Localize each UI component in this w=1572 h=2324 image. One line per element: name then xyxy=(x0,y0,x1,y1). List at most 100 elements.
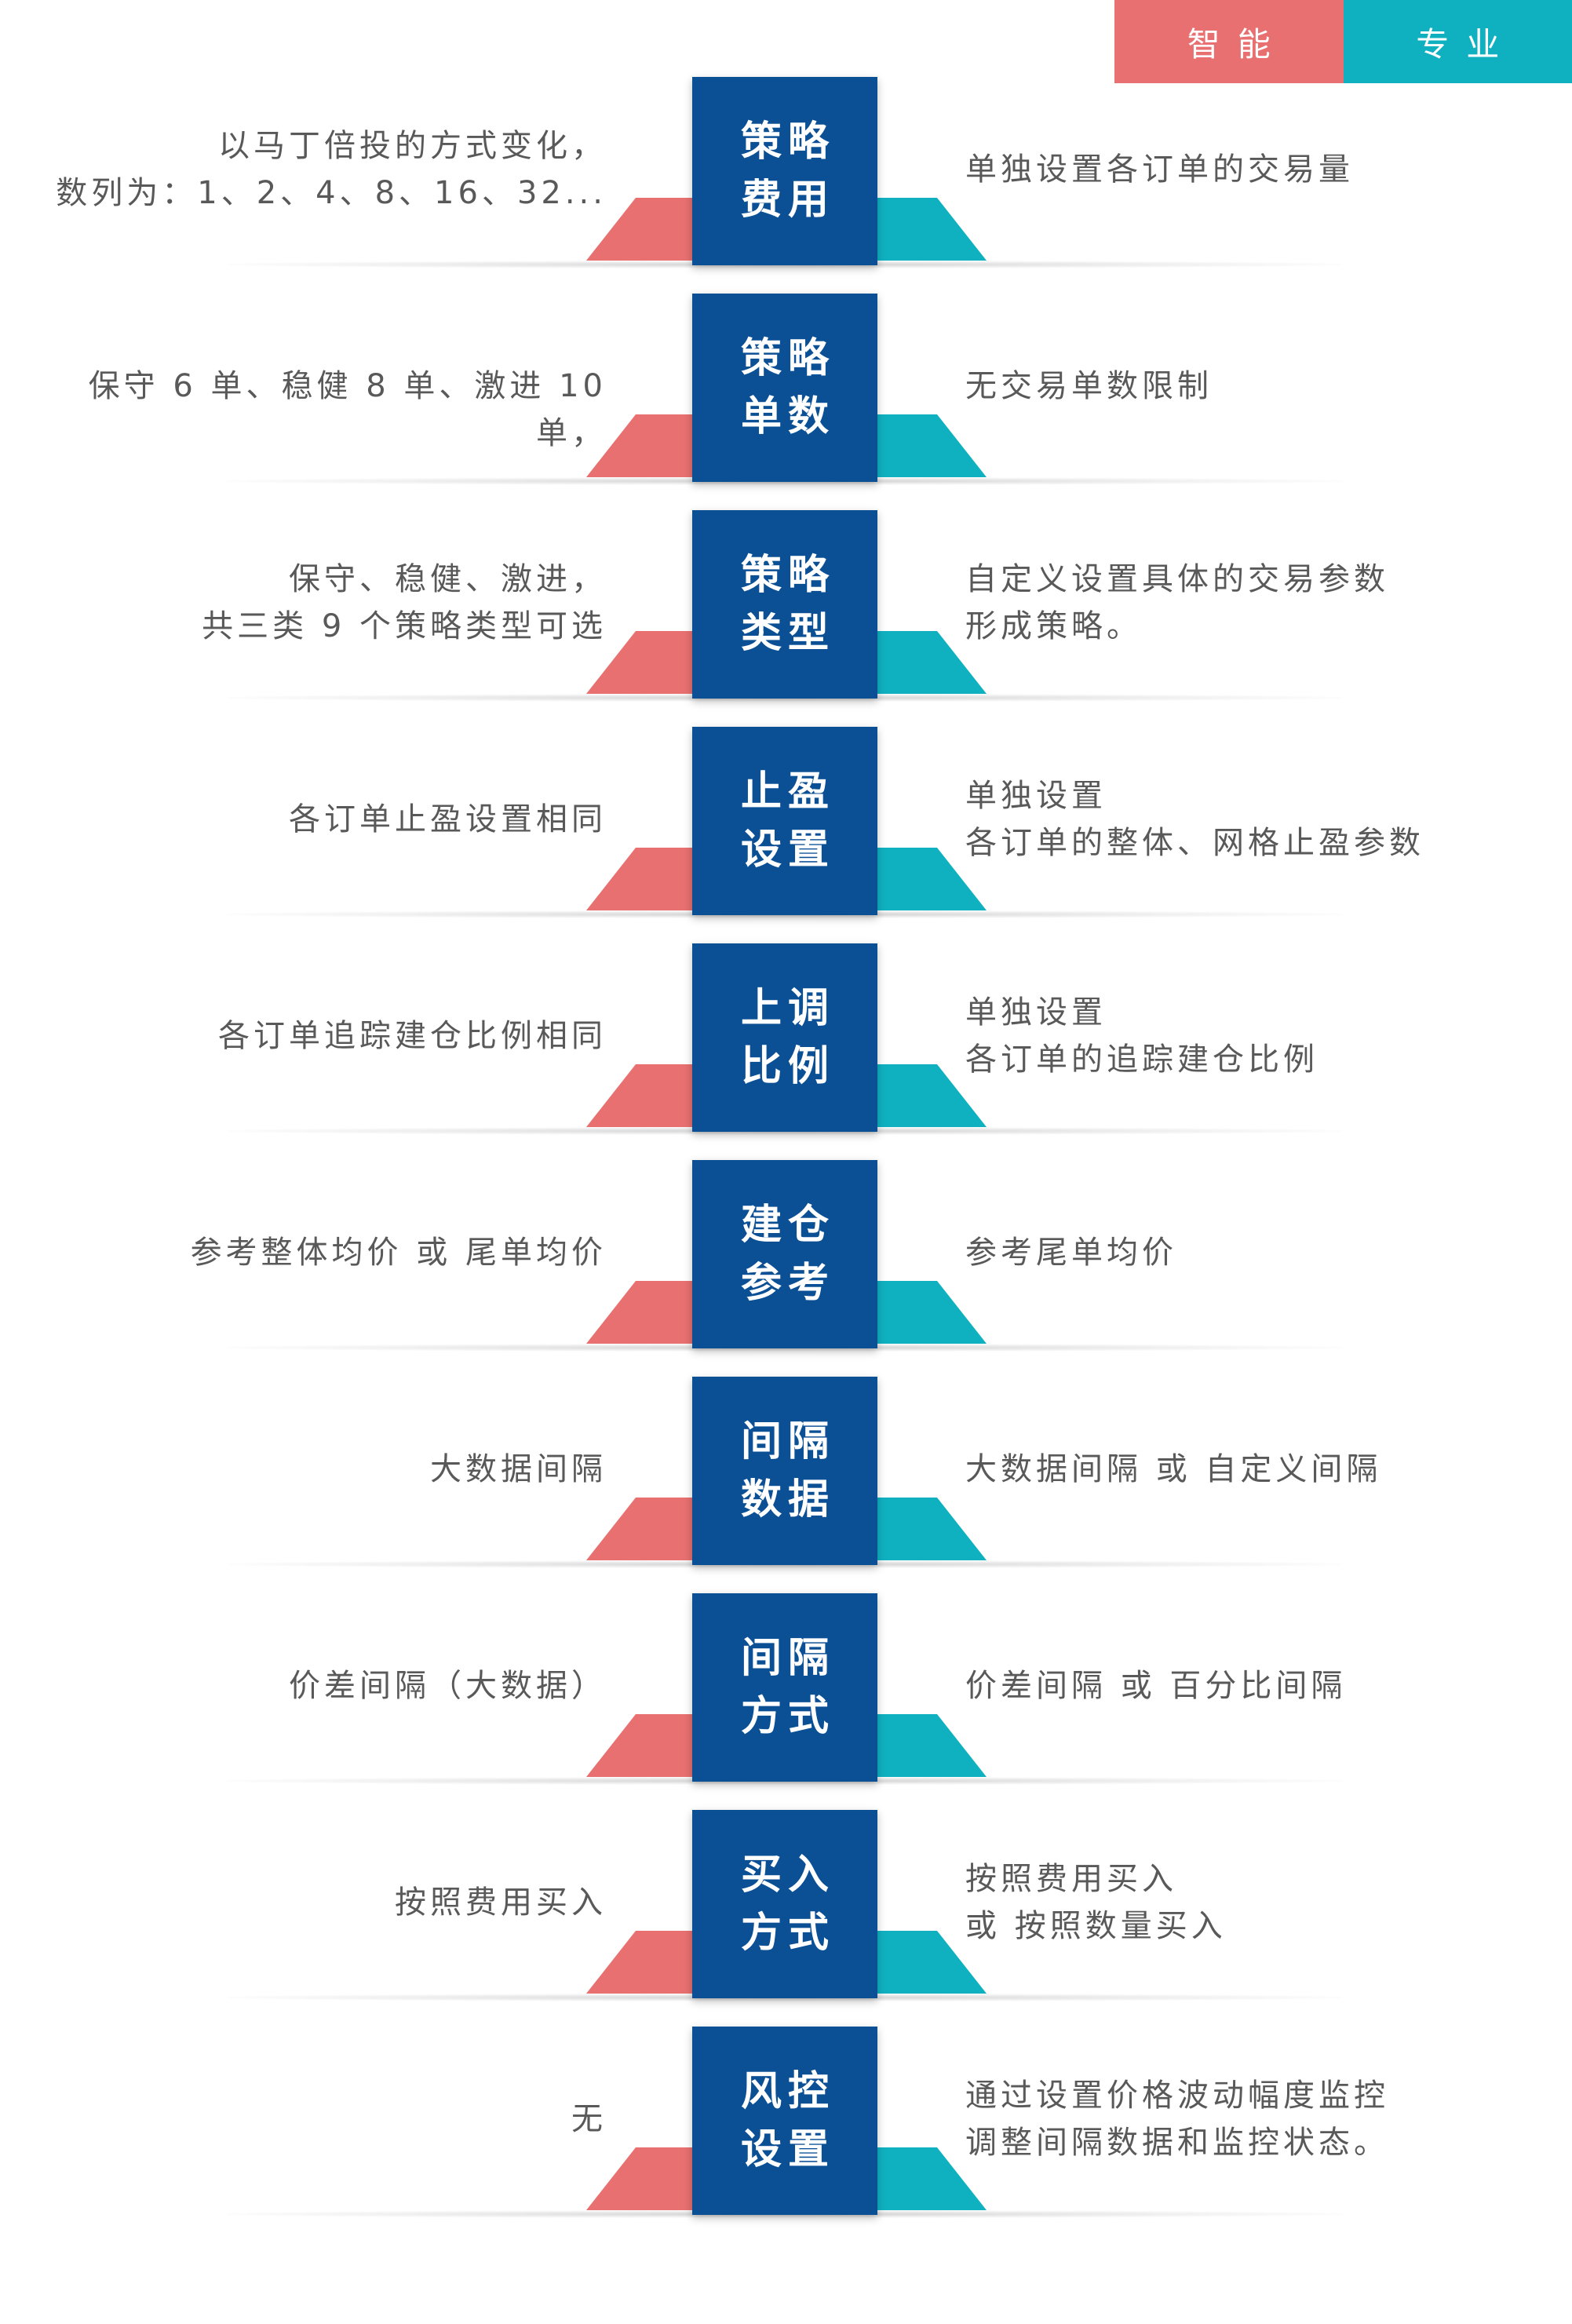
left-description-line: 价差间隔（大数据） xyxy=(289,1668,607,1704)
right-description: 通过设置价格波动幅度监控调整间隔数据和监控状态。 xyxy=(965,2072,1515,2166)
left-description: 价差间隔（大数据） xyxy=(42,1662,607,1709)
left-trapezoid-accent xyxy=(586,1931,696,1994)
category-title-box: 策略单数 xyxy=(692,294,877,482)
category-title-line: 止盈 xyxy=(740,768,835,815)
right-description-line: 通过设置价格波动幅度监控 xyxy=(965,2078,1389,2114)
comparison-row: 上调比例 各订单追踪建仓比例相同 单独设置各订单的追踪建仓比例 xyxy=(0,943,1572,1135)
category-title-line: 方式 xyxy=(740,1693,835,1740)
right-description: 参考尾单均价 xyxy=(965,1229,1515,1276)
category-title-line: 上调 xyxy=(740,985,835,1032)
tab-professional: 专业 xyxy=(1343,0,1572,83)
right-description-line: 无交易单数限制 xyxy=(965,368,1213,404)
category-title-line: 建仓 xyxy=(740,1202,835,1249)
left-description: 参考整体均价 或 尾单均价 xyxy=(42,1229,607,1276)
left-description-line: 无 xyxy=(571,2101,607,2137)
left-description: 按照费用买入 xyxy=(42,1879,607,1926)
right-trapezoid-accent xyxy=(877,1714,987,1777)
right-description-line: 单独设置 xyxy=(965,994,1107,1031)
comparison-row: 策略单数 保守 6 单、稳健 8 单、激进 10单， 无交易单数限制 xyxy=(0,294,1572,485)
comparison-row: 策略费用 以马丁倍投的方式变化， 数列为：1、2、4、8、16、32... 单独设置各… xyxy=(0,77,1572,268)
category-title-line: 间隔 xyxy=(740,1635,835,1682)
right-description-line: 各订单的整体、网格止盈参数 xyxy=(965,825,1424,861)
left-description-line: 保守、稳健、激进， xyxy=(289,561,607,597)
left-description: 各订单止盈设置相同 xyxy=(42,796,607,843)
right-trapezoid-accent xyxy=(877,1281,987,1344)
category-title-box: 策略类型 xyxy=(692,510,877,699)
category-title-line: 数据 xyxy=(740,1476,835,1523)
right-description: 单独设置各订单的整体、网格止盈参数 xyxy=(965,772,1515,866)
category-title-line: 设置 xyxy=(740,826,835,874)
right-trapezoid-accent xyxy=(877,198,987,261)
comparison-row: 建仓参考 参考整体均价 或 尾单均价 参考尾单均价 xyxy=(0,1160,1572,1352)
right-description-line: 形成策略。 xyxy=(965,608,1142,644)
right-description-line: 调整间隔数据和监控状态。 xyxy=(965,2125,1389,2161)
comparison-row: 间隔数据 大数据间隔 大数据间隔 或 自定义间隔 xyxy=(0,1377,1572,1568)
category-title-line: 单数 xyxy=(740,393,835,440)
left-trapezoid-accent xyxy=(586,1281,696,1344)
left-trapezoid-accent xyxy=(586,1714,696,1777)
category-title-line: 策略 xyxy=(740,335,835,382)
left-trapezoid-accent xyxy=(586,1498,696,1560)
category-title-line: 买入 xyxy=(740,1852,835,1899)
right-description-line: 价差间隔 或 百分比间隔 xyxy=(965,1668,1347,1704)
right-description: 单独设置各订单的追踪建仓比例 xyxy=(965,989,1515,1083)
category-title-box: 买入方式 xyxy=(692,1810,877,1998)
category-title-line: 费用 xyxy=(740,177,835,224)
category-title-box: 策略费用 xyxy=(692,77,877,265)
category-title-line: 风控 xyxy=(740,2068,835,2115)
category-title-line: 间隔 xyxy=(740,1418,835,1465)
left-trapezoid-accent xyxy=(586,1064,696,1127)
left-description: 无 xyxy=(42,2096,607,2143)
right-description: 自定义设置具体的交易参数形成策略。 xyxy=(965,556,1515,650)
right-description-line: 单独设置各订单的交易量 xyxy=(965,151,1354,188)
left-description-line: 以马丁倍投的方式变化， xyxy=(218,128,607,164)
tab-smart: 智能 xyxy=(1114,0,1344,83)
category-title-line: 方式 xyxy=(740,1910,835,1957)
category-title-box: 风控设置 xyxy=(692,2027,877,2215)
header-tabs: 智能 专业 xyxy=(1114,0,1572,83)
right-description-line: 各订单的追踪建仓比例 xyxy=(965,1042,1319,1078)
right-description-line: 大数据间隔 或 自定义间隔 xyxy=(965,1451,1382,1487)
left-description: 大数据间隔 xyxy=(42,1446,607,1493)
right-description-line: 单独设置 xyxy=(965,778,1107,814)
category-title-line: 策略 xyxy=(740,119,835,166)
category-title-line: 比例 xyxy=(740,1043,835,1090)
category-title-line: 参考 xyxy=(740,1260,835,1307)
right-trapezoid-accent xyxy=(877,414,987,477)
left-description-line: 共三类 9 个策略类型可选 xyxy=(202,608,607,644)
right-description-line: 自定义设置具体的交易参数 xyxy=(965,561,1389,597)
comparison-row: 风控设置 无 通过设置价格波动幅度监控调整间隔数据和监控状态。 xyxy=(0,2027,1572,2218)
right-trapezoid-accent xyxy=(877,1498,987,1560)
left-description: 以马丁倍投的方式变化， 数列为：1、2、4、8、16、32... xyxy=(42,122,607,217)
left-trapezoid-accent xyxy=(586,848,696,910)
category-title-box: 建仓参考 xyxy=(692,1160,877,1348)
category-title-line: 策略 xyxy=(740,552,835,599)
left-description: 各订单追踪建仓比例相同 xyxy=(42,1012,607,1060)
left-description-line: 大数据间隔 xyxy=(430,1451,607,1487)
right-description: 价差间隔 或 百分比间隔 xyxy=(965,1662,1515,1709)
right-description: 按照费用买入或 按照数量买入 xyxy=(965,1855,1515,1950)
left-description-line: 各订单追踪建仓比例相同 xyxy=(218,1018,607,1054)
left-description-line: 数列为：1、2、4、8、16、32... xyxy=(56,175,607,211)
category-title-line: 设置 xyxy=(740,2126,835,2173)
comparison-row: 止盈设置 各订单止盈设置相同 单独设置各订单的整体、网格止盈参数 xyxy=(0,727,1572,918)
right-description: 无交易单数限制 xyxy=(965,363,1515,410)
left-description-line: 按照费用买入 xyxy=(395,1884,607,1921)
left-trapezoid-accent xyxy=(586,2147,696,2210)
comparison-row: 策略类型 保守、稳健、激进， 共三类 9 个策略类型可选 自定义设置具体的交易参数形成… xyxy=(0,510,1572,702)
right-description-line: 或 按照数量买入 xyxy=(965,1908,1227,1944)
right-description-line: 按照费用买入 xyxy=(965,1861,1177,1897)
category-title-line: 类型 xyxy=(740,610,835,657)
right-description-line: 参考尾单均价 xyxy=(965,1235,1177,1271)
left-description: 保守、稳健、激进， 共三类 9 个策略类型可选 xyxy=(42,556,607,650)
left-description-line: 保守 6 单、稳健 8 单、激进 10单， xyxy=(88,368,607,451)
left-description-line: 各订单止盈设置相同 xyxy=(289,801,607,837)
comparison-row: 间隔方式 价差间隔（大数据） 价差间隔 或 百分比间隔 xyxy=(0,1593,1572,1785)
comparison-row: 买入方式按照费用买入按照费用买入或 按照数量买入 xyxy=(0,1810,1572,2001)
left-description: 保守 6 单、稳健 8 单、激进 10单， xyxy=(42,363,607,457)
right-description: 单独设置各订单的交易量 xyxy=(965,146,1515,193)
left-description-line: 参考整体均价 或 尾单均价 xyxy=(190,1235,607,1271)
category-title-box: 间隔数据 xyxy=(692,1377,877,1565)
category-title-box: 上调比例 xyxy=(692,943,877,1132)
category-title-box: 止盈设置 xyxy=(692,727,877,915)
